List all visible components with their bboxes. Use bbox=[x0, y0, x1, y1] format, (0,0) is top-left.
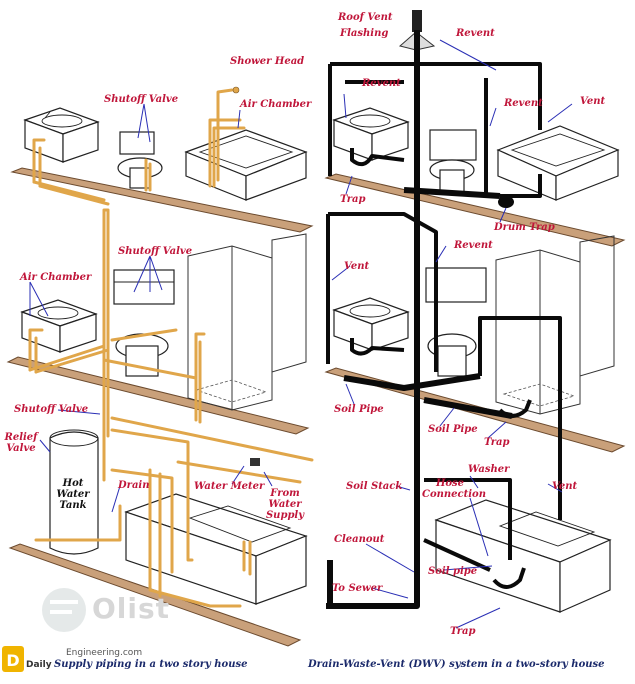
shower-head-icon bbox=[232, 86, 240, 94]
label-revent-left: Revent bbox=[362, 78, 401, 89]
drum-trap-icon bbox=[498, 196, 514, 208]
label-soil-pipe-mid: Soil Pipe bbox=[428, 424, 478, 435]
watermark-logo bbox=[42, 588, 86, 632]
label-revent-top: Revent bbox=[456, 28, 495, 39]
label-drain: Drain bbox=[118, 480, 150, 491]
label-water-meter: Water Meter bbox=[194, 481, 265, 492]
bathtub-upper-left bbox=[184, 129, 308, 201]
roof-vent-icon bbox=[412, 10, 422, 32]
label-from-water-supply: From Water Supply bbox=[265, 488, 305, 521]
shower-stall-middle-left bbox=[187, 233, 307, 411]
label-flashing: Flashing bbox=[340, 28, 389, 39]
label-revent-mid: Revent bbox=[504, 98, 543, 109]
toilet-middle-left bbox=[113, 269, 175, 377]
label-soil-pipe-bottom: Soil pipe bbox=[428, 566, 478, 577]
label-vent-right-top: Vent bbox=[580, 96, 606, 107]
label-to-sewer: To Sewer bbox=[332, 583, 383, 594]
watermark-site: Engineering.com bbox=[66, 648, 143, 658]
label-air-chamber-top: Air Chamber bbox=[240, 99, 312, 110]
floor-beam-lower-left bbox=[8, 543, 302, 647]
label-drum-trap: Drum Trap bbox=[494, 222, 555, 233]
water-meter-icon bbox=[250, 458, 260, 466]
toilet-upper-left bbox=[117, 131, 163, 189]
label-hose-connection: Hose Connection bbox=[422, 478, 486, 500]
toilet-upper-right bbox=[429, 129, 477, 193]
floor-beam-upper-right bbox=[324, 173, 626, 247]
sink-middle-right bbox=[332, 297, 410, 351]
sink-middle-left bbox=[20, 299, 98, 353]
watermark-brand: Daily bbox=[26, 660, 52, 670]
bathtub-upper-right bbox=[496, 125, 620, 201]
caption-dwv: Drain-Waste-Vent (DWV) system in a two-s… bbox=[308, 659, 605, 670]
label-shutoff-valve-bottom: Shutoff Valve bbox=[14, 404, 89, 415]
dwv-system bbox=[324, 10, 626, 629]
label-air-chamber-mid: Air Chamber bbox=[20, 272, 92, 283]
watermark-overlay: Olist bbox=[92, 592, 171, 625]
label-cleanout: Cleanout bbox=[334, 534, 385, 545]
sink-upper-right bbox=[332, 107, 410, 161]
label-shutoff-valve-mid: Shutoff Valve bbox=[118, 246, 193, 257]
hot-water-tank bbox=[49, 429, 99, 555]
caption-supply: Supply piping in a two story house bbox=[54, 659, 248, 670]
sink-upper-left bbox=[23, 107, 100, 163]
label-vent-left: Vent bbox=[344, 261, 370, 272]
label-relief-valve: Relief Valve bbox=[4, 432, 38, 454]
laundry-tubs-right bbox=[434, 499, 612, 613]
supply-system bbox=[6, 86, 314, 647]
daily-engineering-logo-icon: D bbox=[2, 646, 24, 672]
label-vent-right-bottom: Vent bbox=[552, 481, 578, 492]
label-revent-lower: Revent bbox=[454, 240, 493, 251]
label-hot-water-tank: Hot Water Tank bbox=[56, 478, 90, 511]
label-trap-bottom: Trap bbox=[450, 626, 476, 637]
label-soil-pipe-left: Soil Pipe bbox=[334, 404, 384, 415]
floor-beam-upper-left bbox=[10, 167, 314, 233]
label-trap-mid: Trap bbox=[484, 437, 510, 448]
label-washer: Washer bbox=[468, 464, 510, 475]
label-trap-top: Trap bbox=[340, 194, 366, 205]
label-roof-vent: Roof Vent bbox=[338, 12, 393, 23]
label-soil-stack: Soil Stack bbox=[346, 481, 403, 492]
shower-stall-middle-right bbox=[495, 235, 615, 415]
svg-text:D: D bbox=[6, 651, 19, 670]
label-shutoff-valve-top: Shutoff Valve bbox=[104, 94, 179, 105]
label-shower-head: Shower Head bbox=[230, 56, 305, 67]
